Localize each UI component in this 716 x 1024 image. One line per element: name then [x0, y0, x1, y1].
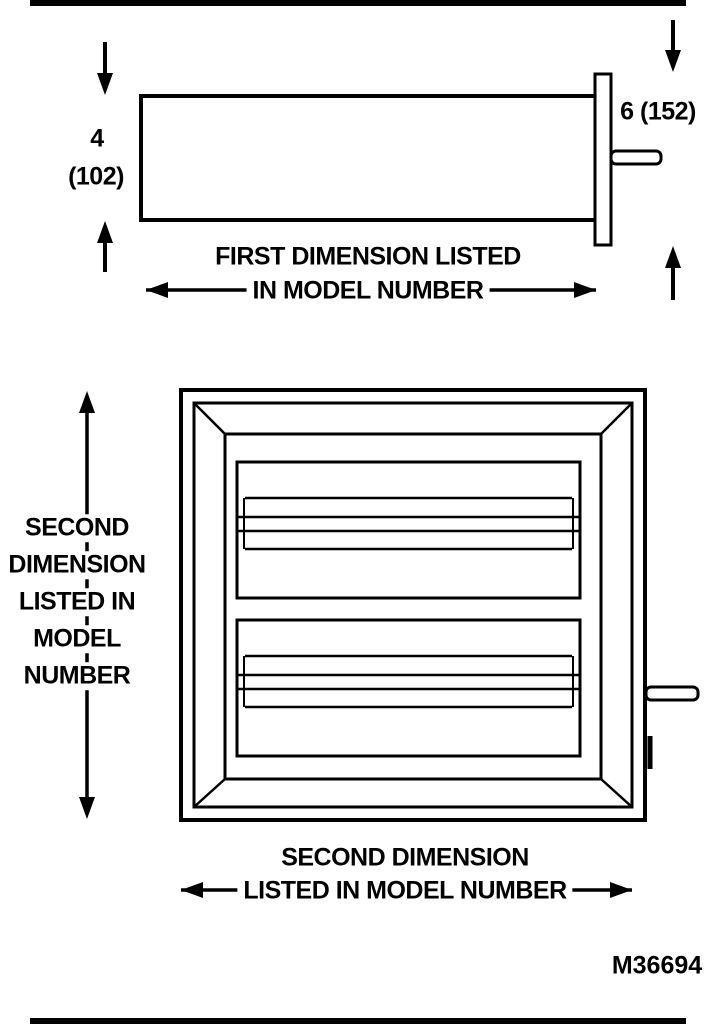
frame-mitre-lines: [193, 402, 633, 808]
flange-dimension-arrows: [665, 20, 681, 300]
damper-body-side: [139, 94, 599, 222]
front-view-drawing: [79, 388, 700, 898]
louver-panel-upper: [235, 460, 582, 600]
depth-value-mm: (102): [68, 162, 124, 191]
damper-shaft-side: [609, 149, 663, 166]
depth-value-inches: 4: [90, 124, 104, 153]
damper-flange: [593, 72, 613, 247]
flange-dimension-label: 6 (152): [620, 97, 696, 126]
height-label-line2: DIMENSION: [2, 551, 152, 579]
bottom-width-label-line2: LISTED IN MODEL NUMBER: [237, 877, 573, 905]
frame-middle: [192, 401, 634, 809]
first-dimension-label-line2: IN MODEL NUMBER: [246, 277, 490, 305]
louver-panel-lower: [235, 618, 582, 758]
height-label-line5: NUMBER: [17, 662, 137, 690]
side-view-drawing: [97, 20, 681, 300]
scan-edge-top: [30, 0, 686, 6]
bottom-width-label-line1: SECOND DIMENSION: [281, 843, 529, 872]
depth-dimension-arrows: [97, 42, 113, 272]
frame-opening: [223, 432, 603, 781]
height-label-line1: SECOND: [19, 514, 135, 542]
damper-shaft-front: [644, 685, 700, 702]
height-label-line4: MODEL: [27, 625, 127, 653]
figure-code: M36694: [611, 951, 703, 980]
height-label-line3: LISTED IN: [12, 588, 142, 616]
scan-edge-bottom: [30, 1018, 686, 1024]
first-dimension-label-line1: FIRST DIMENSION LISTED: [215, 242, 521, 271]
